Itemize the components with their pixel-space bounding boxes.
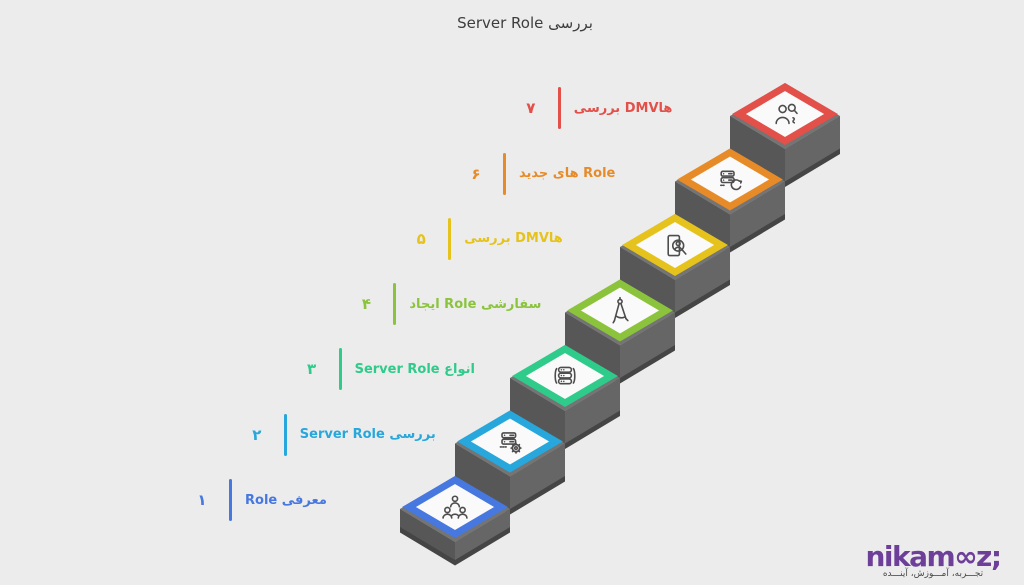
step-label-text: معرفی Role: [245, 492, 327, 508]
step-block-face: [565, 312, 620, 378]
step-number: ۱: [197, 491, 207, 509]
step-label-text: بررسی Server Role: [299, 427, 436, 443]
step-block-face: [510, 378, 565, 444]
step-block-face: [565, 378, 620, 444]
step-label-text: Role های جدید: [519, 166, 616, 181]
step-block-5: [620, 213, 730, 318]
step-label-text: بررسی DMVها: [464, 231, 563, 247]
step-label-row-6: ۶ Role های جدید: [460, 152, 615, 196]
step-number: ۷: [526, 99, 536, 118]
step-block-face: [730, 116, 785, 182]
step-diamond-5: [622, 213, 728, 277]
server-gear-icon: [499, 432, 522, 454]
step-label-row-3: ۳ انواع Server Role: [296, 347, 475, 391]
step-diamond-4: [567, 279, 673, 342]
step-label-text: انواع Server Role: [354, 361, 475, 377]
step-block-4: [565, 279, 675, 384]
step-diamond-7: [732, 82, 838, 146]
step-block-7: [730, 82, 840, 187]
step-block-face: [675, 181, 730, 247]
step-diamond-1: [402, 475, 508, 539]
step-label-row-4: ۴ ایجاد Role سفارشی: [350, 282, 541, 326]
step-number: ۳: [307, 360, 317, 379]
step-block-face: [455, 509, 510, 560]
step-number: ۴: [361, 295, 371, 314]
nikamooz-logo: nikam∞z; تجـــربه، آمـــوزش، آینـــده: [858, 539, 1008, 579]
step-block-face: [620, 247, 675, 313]
team-network-icon: [442, 495, 468, 519]
step-diamond-3: [512, 344, 618, 408]
step-label-text: بررسی DMVها: [573, 100, 673, 116]
logo-tagline: تجـــربه، آمـــوزش، آینـــده: [882, 569, 984, 579]
database-stack-icon: [554, 366, 576, 385]
step-number: ۲: [252, 425, 262, 444]
drafting-compass-icon: [612, 296, 629, 324]
step-label-row-1: ۱ معرفی Role: [186, 478, 327, 522]
step-color-bar: [283, 413, 287, 456]
logo-wordmark: nikam∞z;: [865, 539, 1002, 573]
step-color-bar: [393, 283, 397, 326]
step-block-face: [730, 181, 785, 247]
step-color-bar: [448, 217, 452, 260]
step-label-row-7: ۷ بررسی DMVها: [515, 86, 673, 130]
user-search-icon: [775, 103, 798, 125]
step-color-bar: [557, 87, 561, 130]
step-color-bar: [229, 479, 232, 521]
step-block-face: [400, 509, 455, 560]
user-audit-card-icon: [667, 234, 687, 257]
step-label-text: ایجاد Role سفارشی: [409, 296, 542, 312]
step-label-row-5: ۵ بررسی DMVها: [405, 217, 563, 261]
step-block-face: [455, 443, 510, 509]
step-label-row-2: ۲ بررسی Server Role: [241, 413, 436, 457]
server-refresh-icon: [720, 170, 743, 191]
step-block-face: [785, 116, 840, 182]
page-title: بررسی Server Role: [457, 14, 593, 32]
step-number: ۶: [471, 164, 481, 183]
step-block-face: [675, 247, 730, 313]
step-block-face: [620, 312, 675, 378]
step-number: ۵: [416, 229, 426, 248]
step-block-face: [510, 443, 565, 509]
step-color-bar: [338, 348, 342, 391]
step-color-bar: [503, 152, 506, 195]
step-block-1: [400, 475, 510, 566]
